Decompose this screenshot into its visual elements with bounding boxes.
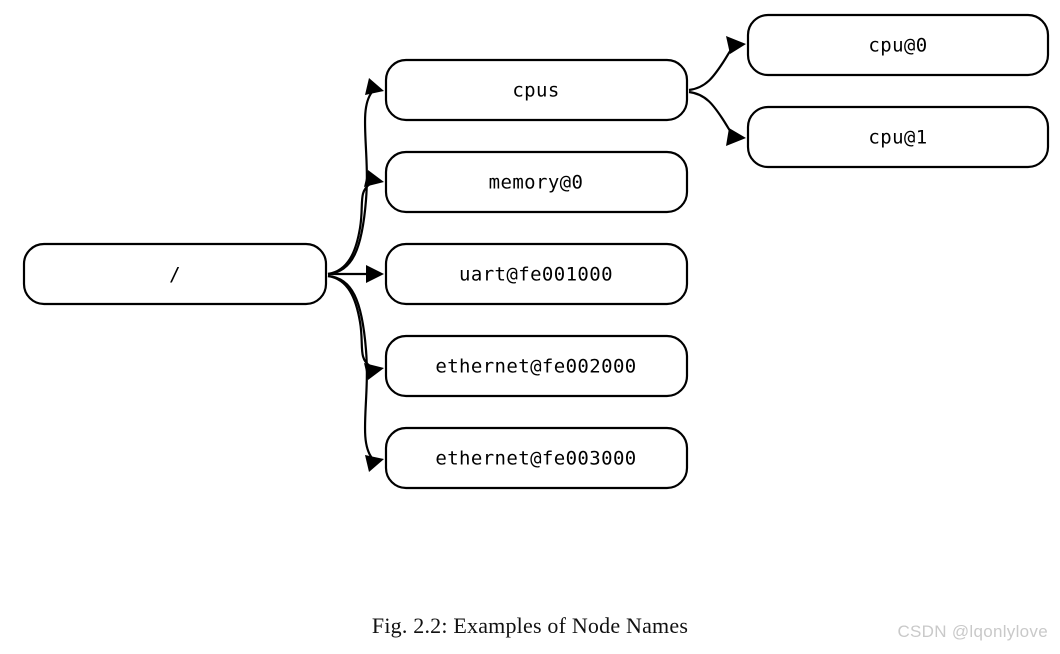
node-root[interactable]: /	[22, 242, 328, 306]
arrow-head-cpu0	[726, 36, 746, 54]
node-cpu1-label: cpu@1	[868, 127, 927, 149]
node-uart-label: uart@fe001000	[459, 264, 613, 286]
arrow-head-eth3	[365, 455, 384, 472]
node-uart-box[interactable]	[384, 242, 689, 306]
node-ethernet-fe003000-box[interactable]	[384, 426, 689, 490]
node-cpu1[interactable]: cpu@1	[746, 105, 1050, 169]
edge-root-to-cpus	[327, 91, 373, 276]
node-ethernet-fe003000-label: ethernet@fe003000	[435, 448, 636, 470]
edge-root-to-eth2	[327, 274, 371, 367]
node-cpus-label: cpus	[512, 80, 559, 102]
edge-root-to-eth3	[327, 274, 373, 459]
edge-group-root	[327, 78, 384, 472]
edge-group-cpus	[688, 36, 746, 146]
arrow-head-eth2	[364, 363, 384, 380]
node-cpu0-label: cpu@0	[868, 35, 927, 57]
node-cpus-box[interactable]	[384, 58, 689, 122]
node-root-box[interactable]	[22, 242, 328, 306]
watermark-text: CSDN @lqonlylove	[897, 622, 1048, 641]
node-memory-label: memory@0	[489, 172, 584, 194]
node-cpus[interactable]: cpus	[384, 58, 689, 122]
node-memory-box[interactable]	[384, 150, 689, 214]
figure-caption: Fig. 2.2: Examples of Node Names	[371, 613, 689, 638]
edge-cpus-to-cpu0	[688, 45, 735, 92]
node-ethernet-fe002000[interactable]: ethernet@fe002000	[384, 334, 689, 398]
node-ethernet-fe002000-label: ethernet@fe002000	[435, 356, 636, 378]
arrow-head-memory	[364, 170, 384, 187]
arrow-head-uart	[366, 265, 384, 283]
node-root-label: /	[169, 264, 181, 286]
node-cpu0-box[interactable]	[746, 13, 1050, 77]
node-memory[interactable]: memory@0	[384, 150, 689, 214]
node-ethernet-fe002000-box[interactable]	[384, 334, 689, 398]
edge-root-to-memory	[327, 183, 371, 276]
node-cpu0[interactable]: cpu@0	[746, 13, 1050, 77]
arrow-head-cpus	[365, 78, 384, 95]
node-ethernet-fe003000[interactable]: ethernet@fe003000	[384, 426, 689, 490]
edge-cpus-to-cpu1	[688, 90, 735, 137]
node-uart[interactable]: uart@fe001000	[384, 242, 689, 306]
node-cpu1-box[interactable]	[746, 105, 1050, 169]
node-tree-diagram: / cpus memory@0 uart@fe001000 ethernet@f…	[22, 13, 1050, 490]
arrow-head-cpu1	[726, 128, 746, 146]
